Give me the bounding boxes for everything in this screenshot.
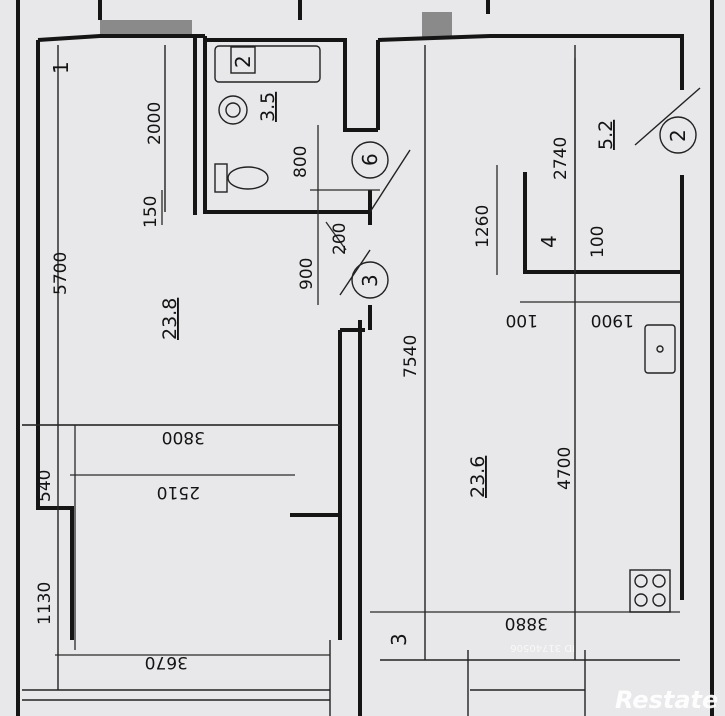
dimension-label-800: 800 bbox=[291, 146, 311, 178]
door-swing-closet bbox=[634, 87, 701, 146]
wall-right-room-top bbox=[377, 34, 578, 42]
dimension-label-1260: 1260 bbox=[473, 205, 493, 248]
wall-bath-top bbox=[205, 38, 378, 132]
dimension-label-100-horizontal: 100 bbox=[506, 310, 538, 330]
room-number-circle-2 bbox=[659, 116, 697, 154]
dimension-label-100-vertical: 100 bbox=[588, 226, 608, 258]
area-label-closet: 5.2 bbox=[595, 120, 617, 150]
stove-burner-icon bbox=[634, 593, 648, 607]
dimension-label-3880: 3880 bbox=[505, 613, 548, 633]
dimension-label-3800: 3800 bbox=[162, 427, 205, 447]
bath-sink-icon bbox=[218, 95, 248, 125]
area-label-right-room: 23.6 bbox=[467, 456, 489, 498]
room-number-3-bottom: 3 bbox=[387, 633, 411, 646]
room-number-box-2 bbox=[230, 46, 256, 74]
dimension-label-150: 150 bbox=[141, 196, 161, 228]
wall-bath-left bbox=[203, 36, 370, 214]
bath-sink-drain-icon bbox=[225, 102, 241, 118]
wall-left-room-top bbox=[37, 34, 205, 42]
room-number-6: 6 bbox=[358, 153, 382, 166]
dim-line-200 bbox=[325, 221, 347, 251]
wall-closet-top bbox=[578, 34, 684, 90]
room-number-2-box: 2 bbox=[231, 55, 255, 68]
kitchen-sink-drain-icon bbox=[656, 345, 664, 353]
toilet-icon bbox=[227, 166, 269, 190]
dimension-label-2000: 2000 bbox=[145, 102, 165, 145]
dimension-label-5700: 5700 bbox=[51, 252, 71, 295]
stove-burner-icon bbox=[652, 574, 666, 588]
room-number-2-circle: 2 bbox=[666, 129, 690, 142]
stove-burner-icon bbox=[652, 593, 666, 607]
dimension-label-2740: 2740 bbox=[551, 137, 571, 180]
door-swing-bath bbox=[369, 149, 411, 213]
door-swing-hall bbox=[339, 249, 371, 296]
area-label-left-room: 23.8 bbox=[159, 298, 181, 340]
room-number-3-door: 3 bbox=[358, 274, 382, 287]
dimension-label-540: 540 bbox=[35, 470, 55, 502]
dimension-label-3670: 3670 bbox=[145, 652, 188, 672]
stove-burner-icon bbox=[634, 574, 648, 588]
dimension-label-200: 200 bbox=[330, 223, 350, 255]
dimension-label-1900: 1900 bbox=[591, 310, 634, 330]
room-number-circle-3 bbox=[351, 261, 389, 299]
wall-closet-partition bbox=[523, 172, 682, 274]
dimension-label-2510: 2510 bbox=[157, 482, 200, 502]
room-number-4: 4 bbox=[537, 235, 561, 248]
hatched-wall-top-left bbox=[100, 20, 192, 36]
area-label-bath: 3.5 bbox=[257, 92, 279, 122]
stove-icon bbox=[629, 569, 671, 613]
kitchen-sink-icon bbox=[644, 324, 676, 374]
bathtub-icon bbox=[214, 45, 321, 83]
watermark-logo: Restate bbox=[615, 686, 718, 714]
toilet-tank-icon bbox=[214, 163, 228, 193]
dimension-label-1130: 1130 bbox=[35, 582, 55, 625]
wall-left-room-left bbox=[36, 40, 74, 640]
dimension-label-900: 900 bbox=[297, 258, 317, 290]
watermark-listing-id: ID 31740506 bbox=[510, 642, 575, 653]
hatched-wall-top-right bbox=[422, 12, 452, 38]
room-number-circle-6 bbox=[351, 141, 389, 179]
room-number-1: 1 bbox=[49, 61, 73, 74]
dimension-label-4700: 4700 bbox=[555, 447, 575, 490]
dimension-label-7540: 7540 bbox=[401, 335, 421, 378]
